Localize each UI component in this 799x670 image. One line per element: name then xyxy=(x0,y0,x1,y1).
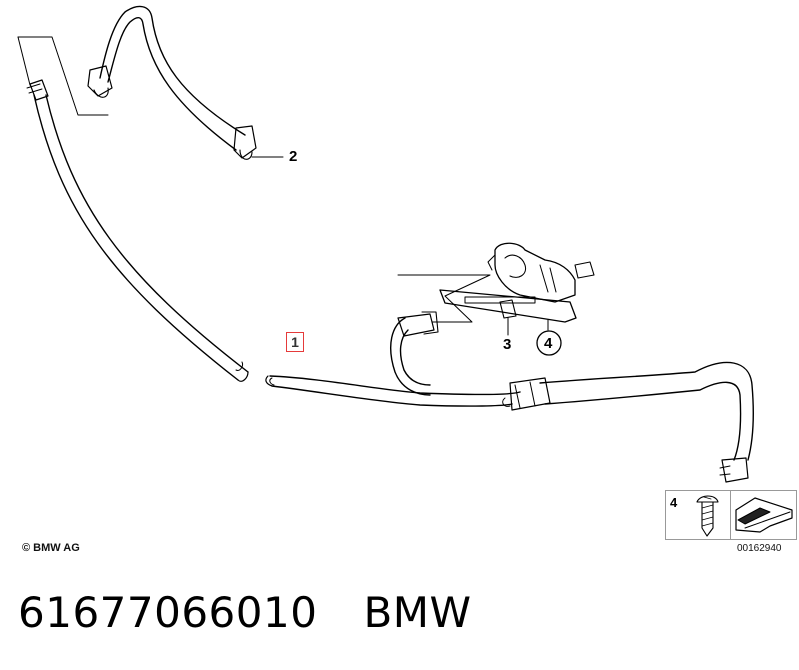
detail-bracket xyxy=(17,36,109,116)
hose-1-icon xyxy=(265,311,754,483)
arrow-icon xyxy=(735,497,793,533)
screw-icon xyxy=(696,495,719,537)
pump-icon xyxy=(397,242,595,336)
callout-2-label: 2 xyxy=(289,148,298,165)
brand-name: BMW xyxy=(363,588,472,637)
part-caption: 61677066010 BMW xyxy=(18,588,472,637)
hose-2-icon xyxy=(87,5,284,160)
callout-4-label: 4 xyxy=(544,335,553,352)
callout-3-label: 3 xyxy=(503,336,512,353)
legend-divider xyxy=(730,490,731,540)
legend-item-label: 4 xyxy=(670,495,678,510)
callout-4-circle xyxy=(536,330,562,356)
callout-1-highlight: 1 xyxy=(286,332,304,352)
hose-left-icon xyxy=(26,79,249,382)
catalog-code: 00162940 xyxy=(737,543,782,554)
copyright-notice: © BMW AG xyxy=(22,542,80,554)
legend-box xyxy=(665,490,797,540)
part-number: 61677066010 xyxy=(18,588,318,637)
